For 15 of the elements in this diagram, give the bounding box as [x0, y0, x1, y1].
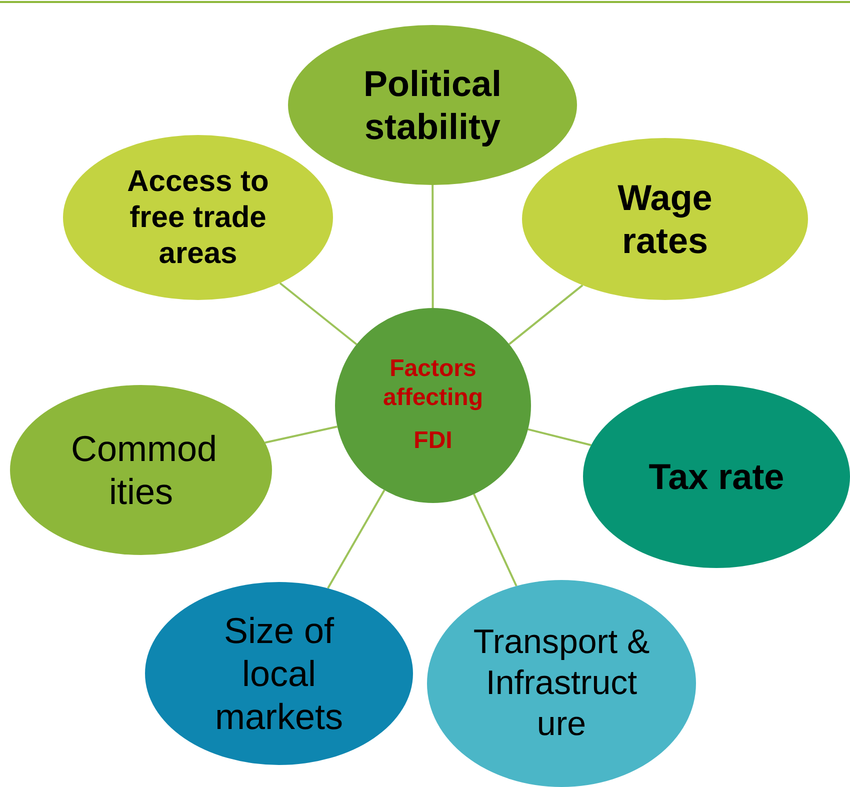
factor-label: Access to free trade areas	[126, 164, 270, 272]
connector-line	[264, 426, 338, 444]
connector-line	[432, 185, 434, 308]
connector-line	[528, 428, 592, 446]
factor-label: Wage rates	[616, 176, 714, 262]
factor-label: FDI	[414, 426, 452, 456]
factor-label: Political stability	[362, 62, 503, 148]
connector-line	[473, 494, 518, 586]
connector-line	[279, 282, 358, 346]
connector-line	[508, 284, 584, 345]
factor-label: Factors affecting	[382, 355, 484, 413]
factor-label: Transport & Infrastruct ure	[472, 622, 651, 745]
factor-label: Tax rate	[648, 454, 784, 498]
connector-line	[327, 490, 386, 589]
factor-label: Size of local markets	[214, 608, 344, 738]
